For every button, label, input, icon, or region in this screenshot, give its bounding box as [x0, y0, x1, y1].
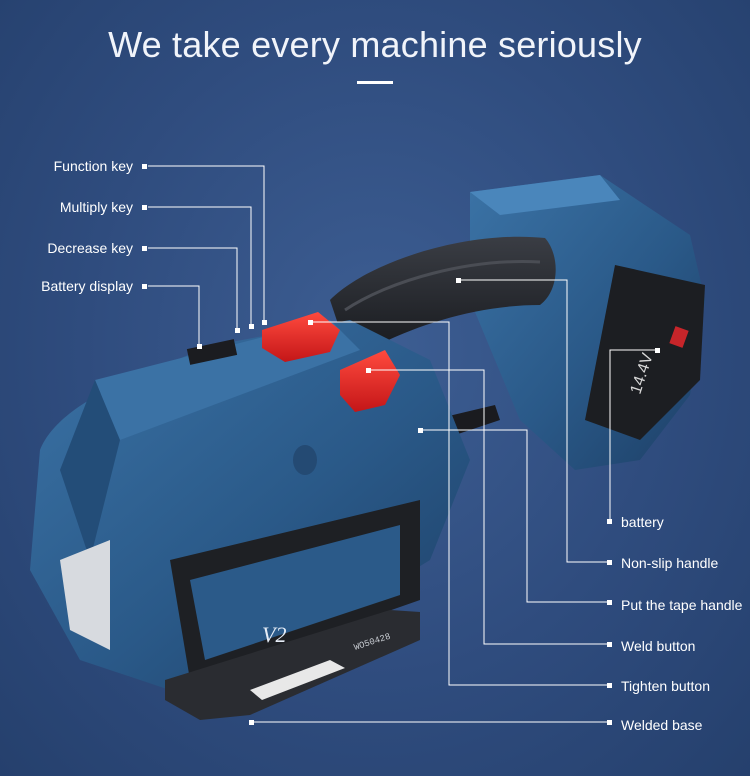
welded-base-plate: WO50428 — [165, 610, 420, 720]
label-decrease-key: Decrease key — [47, 240, 133, 256]
label-multiply-key: Multiply key — [59, 199, 133, 215]
label-tighten-button: Tighten button — [621, 678, 710, 694]
headline-underline — [357, 81, 393, 84]
callout-bullet — [142, 164, 147, 169]
page-headline: We take every machine seriously — [108, 24, 642, 65]
callout-bullet — [142, 246, 147, 251]
callout-bullet — [142, 205, 147, 210]
label-battery-display: Battery display — [41, 278, 133, 294]
label-non-slip-handle: Non-slip handle — [621, 555, 719, 571]
label-welded-base: Welded base — [621, 717, 703, 733]
callout-bullet — [607, 642, 612, 647]
main-body: V2 — [30, 320, 470, 690]
callout-bullet — [142, 284, 147, 289]
tighten-button — [340, 350, 400, 412]
battery-display-screen — [186, 339, 238, 365]
label-function-key: Function key — [53, 158, 133, 174]
weld-button — [262, 312, 340, 362]
label-battery: battery — [621, 514, 664, 530]
callout-bullet — [607, 560, 612, 565]
callout-bullet — [607, 519, 612, 524]
callout-bullet — [607, 600, 612, 605]
model-badge: V2 — [262, 622, 286, 647]
callout-bullet — [607, 720, 612, 725]
label-put-tape-handle: Put the tape handle — [621, 597, 743, 613]
label-weld-button: Weld button — [621, 638, 696, 654]
callout-bullet — [607, 683, 612, 688]
handle — [330, 236, 556, 360]
